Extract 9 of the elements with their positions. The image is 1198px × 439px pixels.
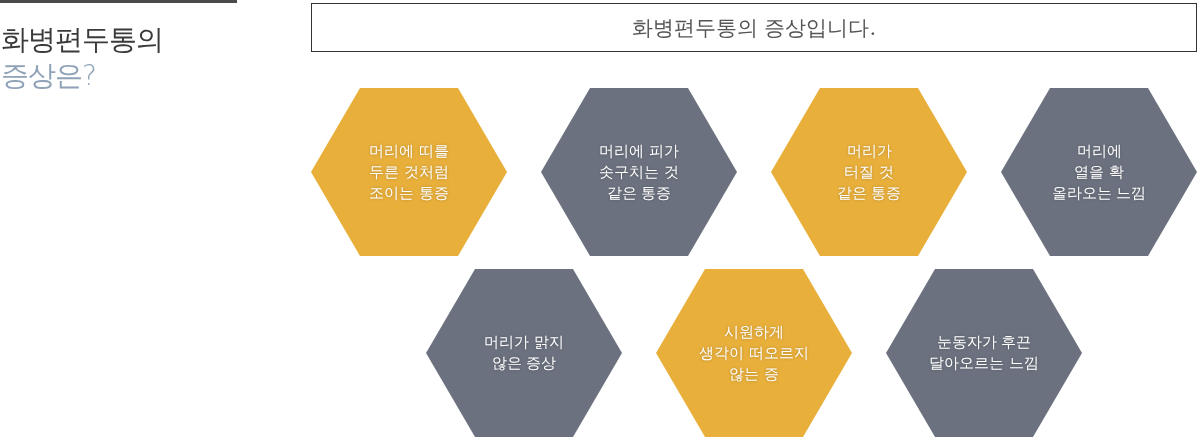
symptom-text: 머리가 맑지 않은 증상 [484, 332, 564, 374]
symptom-text: 머리에 띠를 두른 것처럼 조이는 통증 [369, 140, 449, 204]
symptom-text: 머리에 피가 솟구치는 것 같은 통증 [599, 140, 679, 204]
symptom-text: 눈동자가 후끈 달아오르는 느낌 [929, 332, 1039, 374]
symptom-text: 머리에 열을 확 올라오는 느낌 [1051, 140, 1147, 204]
symptom-text: 머리가 터질 것 같은 통증 [836, 140, 902, 204]
heading: 화병편두통의 증상은? [1, 22, 163, 94]
banner: 화병편두통의 증상입니다. [311, 3, 1197, 52]
symptom-text: 시원하게 생각이 떠오르지 않는 증 [699, 321, 809, 385]
